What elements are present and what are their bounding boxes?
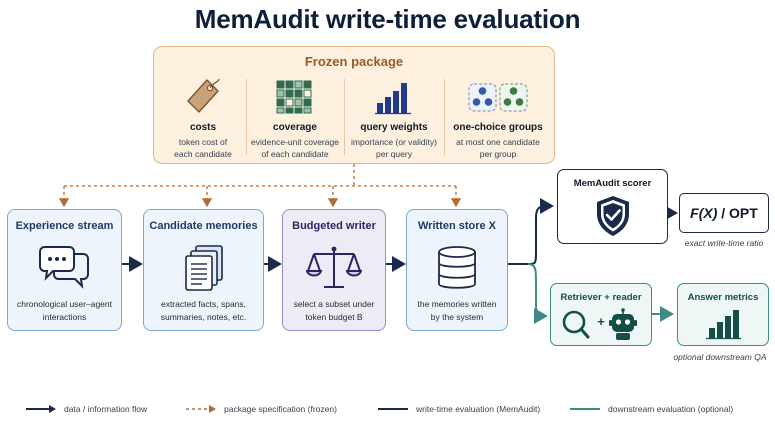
- stage-description: the memories written by the system: [417, 299, 497, 322]
- price-tag-icon: [158, 77, 248, 115]
- divider: [246, 79, 247, 155]
- divider: [444, 79, 445, 155]
- legend-data-flow: data / information flow: [26, 404, 147, 414]
- write-time-branch: [527, 198, 554, 265]
- search-icon: [562, 310, 590, 339]
- stage-description: extracted facts, spans, summaries, notes…: [160, 299, 247, 322]
- memaudit-scorer: MemAudit scorer: [557, 169, 668, 244]
- stage-description: chronological user–agent interactions: [17, 299, 112, 322]
- plus-sign: +: [597, 314, 605, 329]
- balance-scale-icon: [283, 244, 385, 292]
- stage-written-store: Written store X the memories written by …: [406, 209, 508, 331]
- ratio-caption: exact write-time ratio: [684, 238, 764, 248]
- stage-candidate-memories: Candidate memories extracted facts, span…: [143, 209, 264, 331]
- package-item-costs: costs token cost of each candidate: [158, 77, 248, 159]
- package-spec-arrows: [58, 164, 462, 208]
- legend-downstream: downstream evaluation (optional): [570, 404, 733, 414]
- package-title: Frozen package: [304, 54, 404, 69]
- divider: [344, 79, 345, 155]
- package-item-one-choice-groups: one-choice groups at most one candidate …: [444, 77, 552, 159]
- package-item-coverage: coverage evidence-unit coverage of each …: [246, 77, 344, 159]
- stage-description: select a subset under token budget B: [293, 299, 375, 322]
- stage-experience-stream: Experience stream chronological user–age…: [7, 209, 122, 331]
- database-icon: [407, 244, 507, 292]
- solid-arrow-icon: [26, 405, 56, 413]
- shield-check-icon: [558, 194, 667, 238]
- page-title: MemAudit write-time evaluation: [194, 4, 581, 34]
- bar-chart-icon: [344, 77, 444, 115]
- documents-icon: [144, 244, 263, 292]
- frozen-package-panel: Frozen package costs token cost of each …: [153, 46, 555, 164]
- dashed-arrow-icon: [186, 405, 216, 413]
- coverage-grid-icon: [246, 77, 344, 115]
- navy-line-icon: [378, 408, 408, 410]
- answer-metrics: Answer metrics: [677, 283, 769, 346]
- package-item-query-weights: query weights importance (or validity) p…: [344, 77, 444, 159]
- search-robot-icon: [551, 308, 651, 342]
- legend-write-time: write-time evaluation (MemAudit): [378, 404, 540, 414]
- grouped-dots-icon: [444, 77, 552, 115]
- stage-budgeted-writer: Budgeted writer select a subset under to…: [282, 209, 386, 331]
- retriever-reader: Retriever + reader +: [550, 283, 652, 346]
- teal-line-icon: [570, 408, 600, 410]
- bar-chart-icon: [678, 308, 768, 340]
- ratio-box: F(X) / OPT: [679, 193, 769, 233]
- downstream-branch: [527, 263, 548, 324]
- legend-package-spec: package specification (frozen): [186, 404, 337, 414]
- answer-caption: optional downstream QA: [673, 352, 767, 362]
- chat-bubbles-icon: [8, 244, 121, 290]
- robot-icon: [609, 308, 637, 340]
